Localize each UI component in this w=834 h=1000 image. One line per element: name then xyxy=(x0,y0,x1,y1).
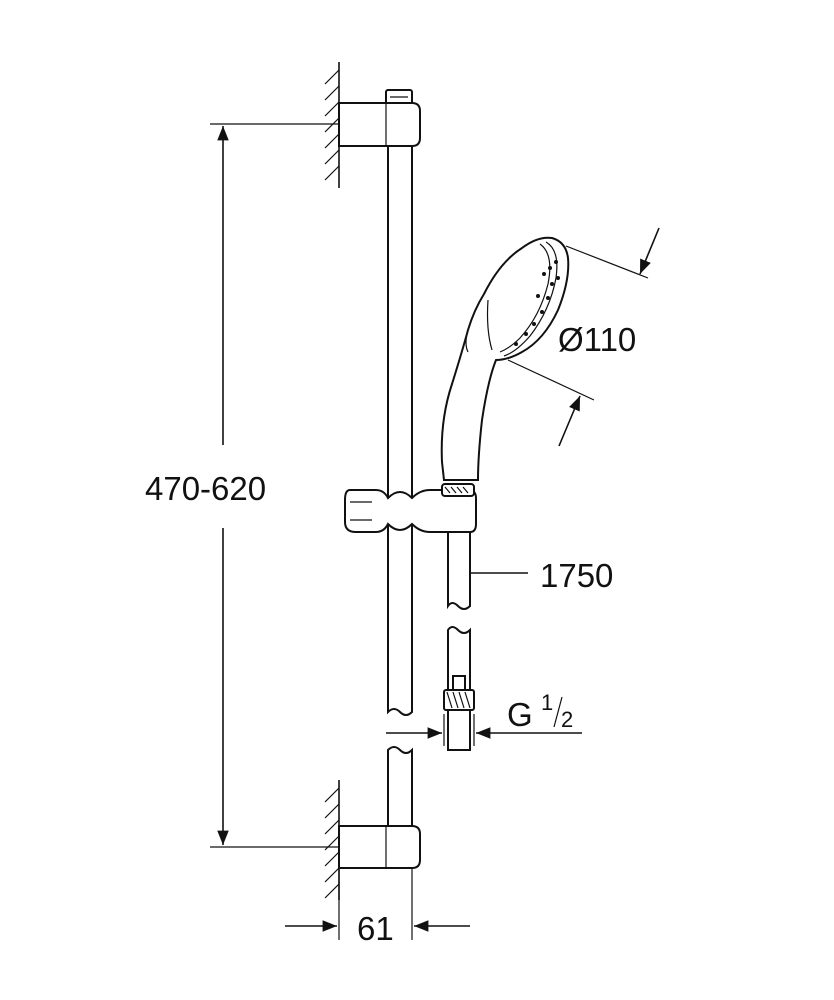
head-diameter-label: Ø110 xyxy=(558,321,636,358)
thread-fraction-slash xyxy=(553,696,563,728)
wall-distance-dimension xyxy=(285,868,470,940)
thread-denominator: 2 xyxy=(561,707,573,732)
height-dimension xyxy=(210,123,339,848)
thread-numerator: 1 xyxy=(541,690,553,715)
upper-wall-hatching xyxy=(324,62,340,188)
hose-length-label: 1750 xyxy=(540,557,613,594)
wall-distance-label: 61 xyxy=(357,910,394,947)
head-diameter-dimension xyxy=(507,227,660,447)
shower-hose xyxy=(443,531,475,751)
hand-shower xyxy=(440,236,570,481)
upper-wall-bracket xyxy=(338,89,421,147)
lower-wall-hatching xyxy=(324,780,340,900)
rail-lower-segment xyxy=(387,746,413,827)
height-range-label: 470-620 xyxy=(145,470,266,507)
lower-wall-bracket xyxy=(338,825,421,869)
thread-dimension xyxy=(386,714,582,746)
rail-upper-segment xyxy=(387,145,413,716)
thread-prefix-label: G xyxy=(507,696,533,733)
